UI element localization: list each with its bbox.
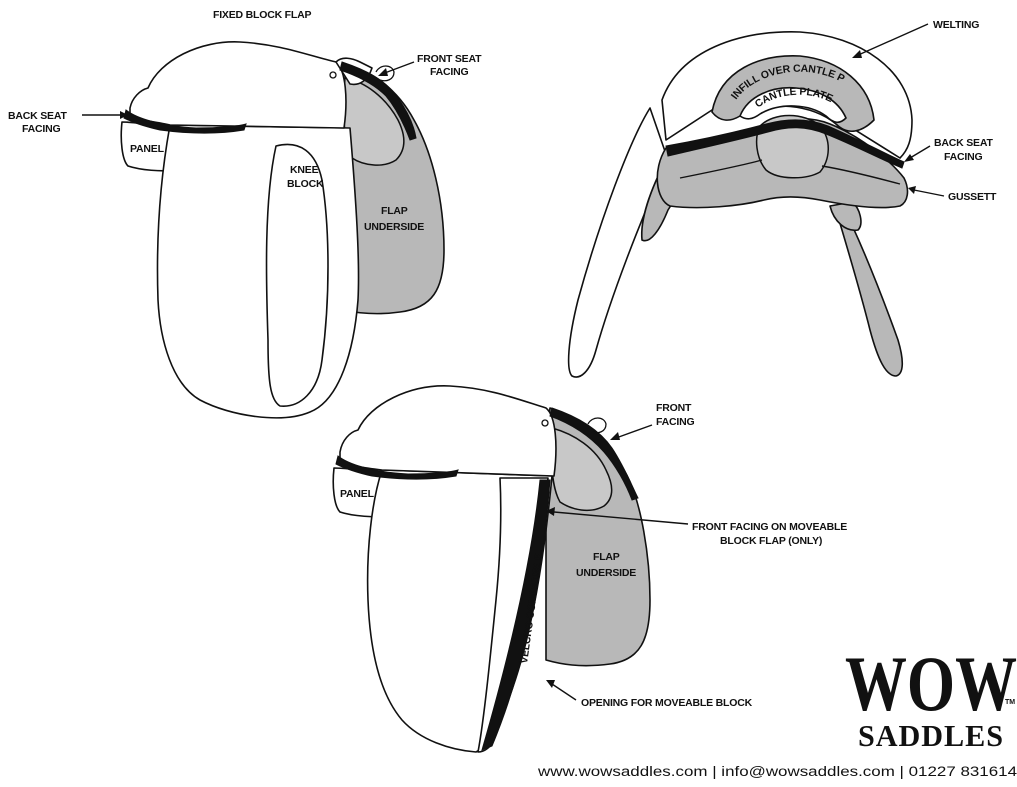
flap-underside-bottom-label-1: FLAP <box>593 551 620 563</box>
welting-label: WELTING <box>933 19 979 31</box>
opening-moveable-block-label: OPENING FOR MOVEABLE BLOCK <box>581 697 753 709</box>
front-seat-facing-label-1: FRONT SEAT <box>417 53 482 65</box>
welting-arrow <box>856 24 928 56</box>
rear-back-seat-facing-label-2: FACING <box>944 151 983 163</box>
front-facing-label-2: FACING <box>656 416 695 428</box>
wow-saddles-logo: WOW TM SADDLES <box>845 640 1017 753</box>
panel-label-bottom: PANEL <box>340 488 375 500</box>
front-facing-moveable-label-1: FRONT FACING ON MOVEABLE <box>692 521 847 533</box>
opening-arrow <box>552 684 576 700</box>
knee-block-label-1: KNEE <box>290 164 319 176</box>
gussett-arrowhead <box>908 186 916 194</box>
gussett-arrow <box>914 190 944 196</box>
rear-back-seat-facing-arrowhead <box>904 154 914 162</box>
back-seat-facing-label-2: FACING <box>22 123 61 135</box>
logo-saddles-text: SADDLES <box>858 718 1004 753</box>
front-facing-arrowhead <box>610 432 620 440</box>
panel-label: PANEL <box>130 143 165 155</box>
front-seat-facing-arrowhead <box>378 68 388 76</box>
back-seat-facing-label-1: BACK SEAT <box>8 110 67 122</box>
rear-back-seat-facing-label-1: BACK SEAT <box>934 137 993 149</box>
contact-footer: www.wowsaddles.com | info@wowsaddles.com… <box>537 764 1017 779</box>
flap-underside-bottom-label-2: UNDERSIDE <box>576 567 636 579</box>
front-facing-moveable-label-2: BLOCK FLAP (ONLY) <box>720 535 822 547</box>
knee-block-label-2: BLOCK <box>287 178 324 190</box>
front-facing-arrow <box>616 425 652 438</box>
flap-underside-label-2: UNDERSIDE <box>364 221 424 233</box>
logo-wow-text: WOW <box>845 640 1017 727</box>
gussett-label: GUSSETT <box>948 191 997 203</box>
front-facing-label-1: FRONT <box>656 402 692 414</box>
flap-underside-label-1: FLAP <box>381 205 408 217</box>
rear-back-seat-facing-arrow <box>910 146 930 158</box>
fixed-block-flap-title: FIXED BLOCK FLAP <box>213 9 311 21</box>
opening-arrowhead <box>546 680 555 688</box>
logo-trademark: TM <box>1005 699 1015 706</box>
front-seat-facing-label-2: FACING <box>430 66 469 78</box>
